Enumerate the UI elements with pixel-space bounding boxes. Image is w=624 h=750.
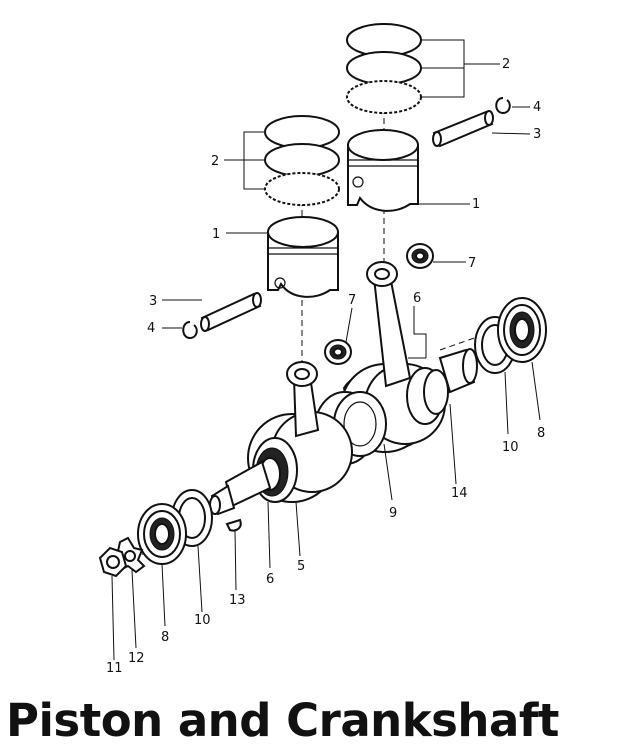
circlip-upper	[495, 97, 511, 115]
ball-bearing-right	[497, 297, 547, 363]
callout-3-upper: 3	[533, 127, 541, 142]
callout-12: 12	[128, 651, 145, 666]
connecting-rod-right	[366, 261, 412, 388]
piston-rings-upper	[346, 23, 422, 114]
callout-7-lower: 7	[348, 293, 356, 308]
callout-1-upper: 1	[472, 197, 480, 212]
callout-13: 13	[229, 593, 246, 608]
callout-5: 5	[297, 559, 305, 574]
woodruff-key	[225, 518, 242, 532]
leader-lines	[111, 39, 541, 661]
needle-bearing-lower	[324, 339, 352, 365]
ball-bearing-left	[137, 503, 187, 565]
piston-lower	[267, 216, 339, 298]
page-title: Piston and Crankshaft	[6, 694, 559, 747]
callout-8-left: 8	[161, 630, 169, 645]
callout-1-lower: 1	[212, 227, 220, 242]
piston-rings-lower	[264, 115, 340, 206]
hex-nut	[98, 546, 128, 578]
callout-14: 14	[451, 486, 468, 501]
piston-pin-lower	[200, 292, 262, 332]
callout-6-lower: 6	[266, 572, 274, 587]
callout-labels: 2 4 3 1 2 1 7 3 6 7 4 8 10 14 9 5 6 13 1…	[106, 57, 545, 676]
callout-4-lower: 4	[147, 321, 155, 336]
callout-7-upper: 7	[468, 256, 476, 271]
piston-upper	[347, 129, 419, 212]
callout-2-lower: 2	[211, 154, 219, 169]
crankshaft-assembly	[209, 363, 449, 516]
exploded-parts-diagram: 2 4 3 1 2 1 7 3 6 7 4 8 10 14 9 5 6 13 1…	[98, 23, 547, 676]
callout-8-right: 8	[537, 426, 545, 441]
callout-11: 11	[106, 661, 123, 676]
callout-4-upper: 4	[533, 100, 541, 115]
callout-10-right: 10	[502, 440, 519, 455]
piston-pin-upper	[432, 110, 494, 148]
callout-9: 9	[389, 506, 397, 521]
callout-3-lower: 3	[149, 294, 157, 309]
callout-10-left: 10	[194, 613, 211, 628]
circlip-lower	[182, 321, 198, 340]
needle-bearing-upper	[406, 243, 434, 269]
connecting-rod-left	[286, 361, 320, 438]
callout-6-upper: 6	[413, 291, 421, 306]
callout-2-upper: 2	[502, 57, 510, 72]
